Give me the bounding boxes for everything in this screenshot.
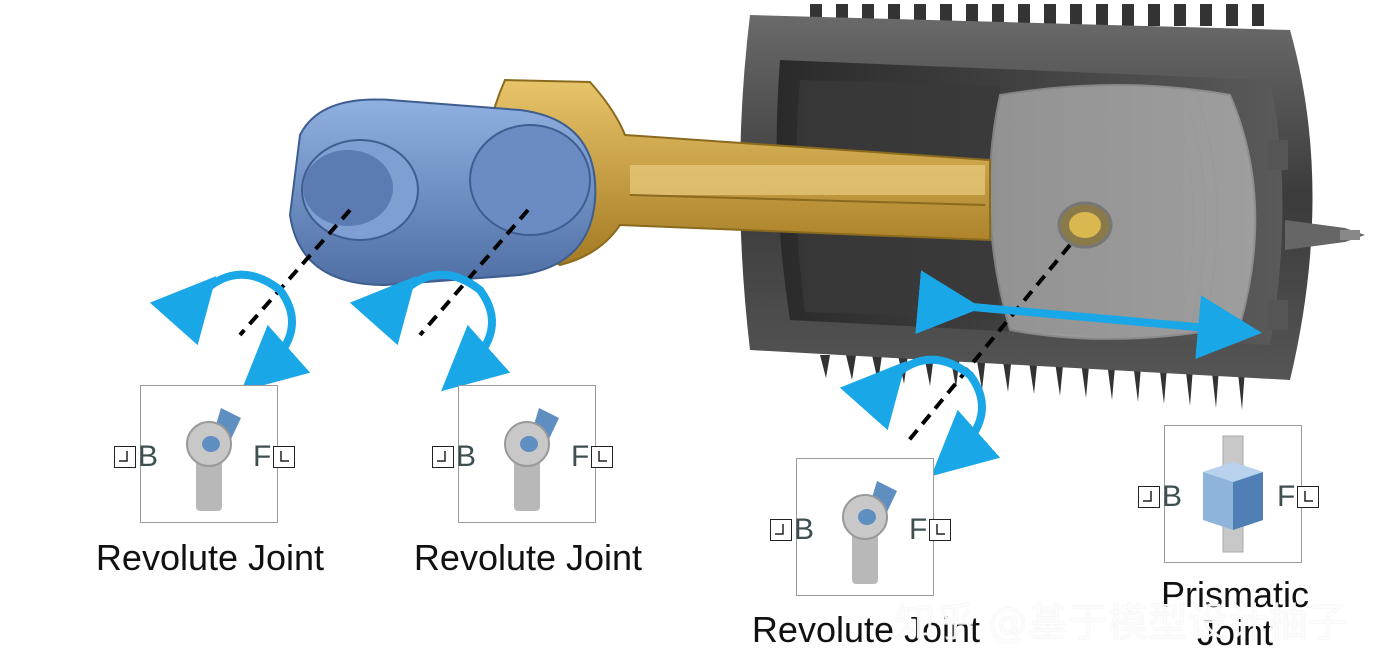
- watermark: 知乎 @基于模型设计柚子: [895, 600, 1348, 646]
- base-port[interactable]: B: [1138, 480, 1182, 514]
- connecting-rod: [483, 78, 991, 267]
- block-label: Revolute Joint: [95, 537, 325, 578]
- rotation-arrow-1: [149, 270, 311, 392]
- follower-port[interactable]: F: [571, 440, 614, 474]
- rotation-arrow-3: [839, 355, 1001, 477]
- rotation-arrow-2: [349, 270, 511, 392]
- follower-port[interactable]: F: [909, 513, 952, 547]
- revolute-joint-block-3[interactable]: [796, 458, 934, 596]
- revolute-joint-block-2[interactable]: [458, 385, 596, 523]
- crank-axis: [238, 208, 352, 337]
- prismatic-joint-icon: [1203, 435, 1263, 553]
- motion-arrows: [149, 270, 1262, 477]
- follower-port[interactable]: F: [1277, 480, 1320, 514]
- block-label: Revolute Joint: [751, 609, 981, 650]
- revolute-joint-block-1[interactable]: [140, 385, 278, 523]
- base-port[interactable]: B: [770, 513, 814, 547]
- crank: [288, 98, 597, 287]
- revolute-joint-icon: [842, 481, 897, 584]
- revolute-joint-icon: [186, 408, 241, 511]
- block-label: Prismatic Joint: [1160, 574, 1309, 653]
- prismatic-joint-block[interactable]: [1164, 425, 1302, 563]
- block-label: Revolute Joint: [413, 537, 643, 578]
- translation-arrow: [915, 270, 1262, 360]
- base-port[interactable]: B: [432, 440, 476, 474]
- revolute-joint-icon: [504, 408, 559, 511]
- crankpin-axis: [418, 208, 530, 337]
- follower-port[interactable]: F: [253, 440, 296, 474]
- base-port[interactable]: B: [114, 440, 158, 474]
- piston: [988, 84, 1257, 340]
